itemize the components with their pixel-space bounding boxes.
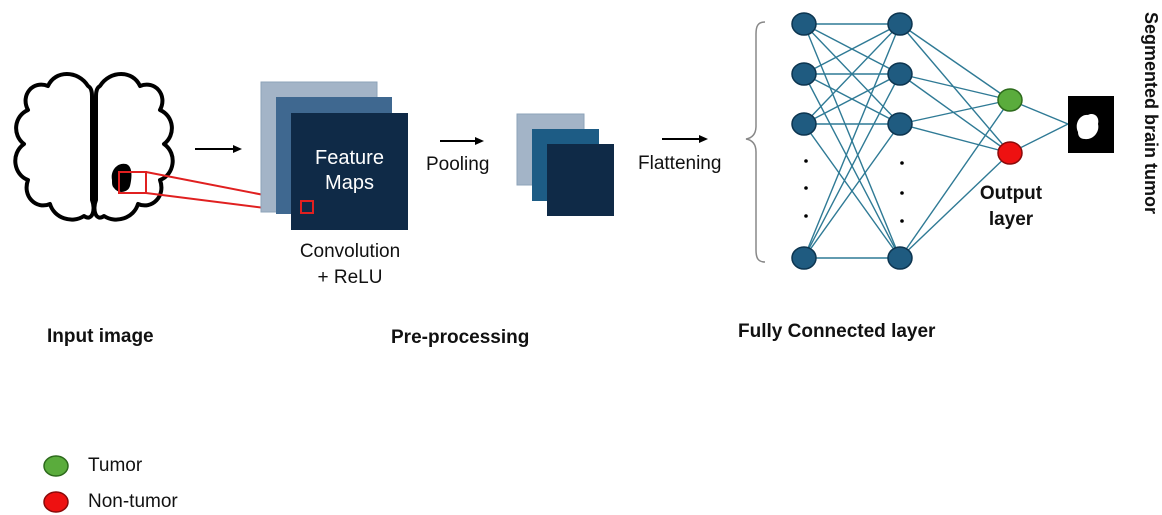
neuron-node (887, 12, 913, 36)
segmented-brain-tumor-label: Segmented brain tumor (1141, 12, 1161, 215)
input-image-label: Input image (47, 326, 154, 347)
convolution-line2: + ReLU (317, 267, 383, 288)
neuron-node (791, 62, 817, 86)
output-node-non-tumor (997, 141, 1023, 165)
output-layer-line2: layer (988, 209, 1034, 230)
legend-non-tumor-label: Non-tumor (88, 491, 178, 512)
tumor-blob (111, 163, 132, 192)
arrow-icon (195, 145, 242, 153)
output-layer-line1: Output (979, 183, 1043, 204)
neuron-node (791, 112, 817, 136)
convolution-line1: Convolution (299, 241, 401, 262)
feature-maps-label: Feature Maps (291, 146, 408, 196)
left-curly-brace (745, 21, 766, 263)
hidden-layer-nodes (887, 12, 913, 270)
convolution-label: Convolution + ReLU (280, 239, 420, 291)
neuron-node (887, 246, 913, 270)
input-layer-nodes (791, 12, 817, 270)
neuron-node (887, 62, 913, 86)
ellipsis-dots (804, 159, 904, 223)
neuron-node (887, 112, 913, 136)
brain-left-hemisphere (13, 72, 96, 222)
brain-right-hemisphere (92, 72, 175, 222)
arrow-icon (662, 135, 708, 143)
legend-tumor-label: Tumor (88, 455, 143, 476)
input-highlight-box (118, 171, 147, 194)
feature-map-front (291, 113, 408, 230)
flattening-label: Flattening (638, 153, 722, 174)
segmented-tumor-shape (1076, 114, 1099, 140)
neuron-node (791, 246, 817, 270)
arrow-icon (440, 137, 484, 145)
pre-processing-label: Pre-processing (391, 327, 530, 348)
pooled-map-front (547, 144, 614, 216)
brain-icon (13, 72, 175, 222)
output-node-tumor (997, 88, 1023, 112)
feature-maps-line2: Maps (325, 172, 374, 194)
fully-connected-label: Fully Connected layer (738, 321, 936, 342)
neuron-node (791, 12, 817, 36)
legend-non-tumor-marker (43, 491, 69, 513)
feature-map-highlight-box (300, 200, 314, 214)
legend-tumor-marker (43, 455, 69, 477)
output-layer-label: Output layer (966, 181, 1056, 233)
pooling-label: Pooling (426, 154, 490, 175)
feature-maps-line1: Feature (315, 147, 384, 169)
